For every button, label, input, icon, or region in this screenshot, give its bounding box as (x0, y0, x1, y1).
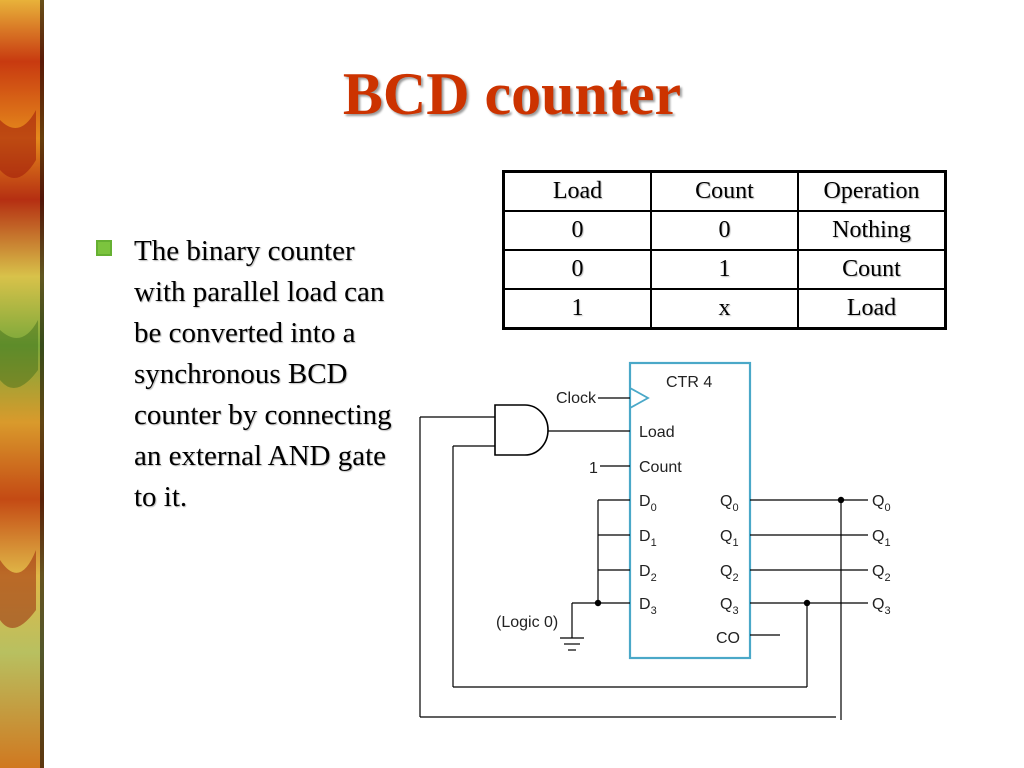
table-cell: Load (797, 288, 947, 330)
table-row: 1 x Load (502, 288, 947, 330)
slide-title: BCD counter (342, 61, 682, 127)
table-row: 0 1 Count (502, 249, 947, 290)
junction-dot (803, 599, 811, 607)
q2-output-label: Q2 (872, 563, 891, 584)
q3-pin-label: Q3 (720, 596, 739, 617)
q3-output-label: Q3 (872, 596, 891, 617)
clock-edge-marker (629, 387, 650, 409)
q0-pin-label: Q0 (720, 493, 739, 514)
logic0-label: (Logic 0) (496, 614, 558, 631)
table-header-cell: Operation (797, 170, 947, 212)
bullet-marker (96, 240, 112, 256)
junction-dot (594, 599, 602, 607)
bullet-text: The binary counter with parallel load ca… (134, 235, 392, 513)
junction-dot (837, 496, 845, 504)
clock-label: Clock (556, 390, 597, 407)
table-cell: 0 (650, 210, 799, 251)
co-label: CO (716, 630, 740, 647)
counter-chip (628, 361, 752, 660)
table-header-cell: Count (650, 170, 799, 212)
table-header-cell: Load (502, 170, 652, 212)
chip-label: CTR 4 (666, 374, 712, 391)
table-cell: 1 (650, 249, 799, 290)
and-gate (494, 404, 549, 456)
operation-table: Load Count Operation 0 0 Nothing 0 1 Cou… (502, 170, 947, 330)
q1-pin-label: Q1 (720, 528, 739, 549)
d3-pin-label: D3 (639, 596, 657, 617)
table-cell: 1 (502, 288, 652, 330)
load-label: Load (639, 424, 675, 441)
d1-pin-label: D1 (639, 528, 657, 549)
count-label: Count (639, 459, 682, 476)
table-cell: Count (797, 249, 947, 290)
table-cell: 0 (502, 249, 652, 290)
table-header-row: Load Count Operation (502, 170, 947, 212)
decorative-side-strip (0, 0, 44, 768)
table-row: 0 0 Nothing (502, 210, 947, 251)
d0-pin-label: D0 (639, 493, 657, 514)
q1-output-label: Q1 (872, 528, 891, 549)
q2-pin-label: Q2 (720, 563, 739, 584)
bcd-counter-circuit: CTR 4 Clock Load Count 1 (Logic 0) CO D0… (419, 361, 891, 720)
d2-pin-label: D2 (639, 563, 657, 584)
table-cell: 0 (502, 210, 652, 251)
table-cell: x (650, 288, 799, 330)
table-cell: Nothing (797, 210, 947, 251)
q0-output-label: Q0 (872, 493, 891, 514)
count-input-value: 1 (589, 460, 598, 477)
